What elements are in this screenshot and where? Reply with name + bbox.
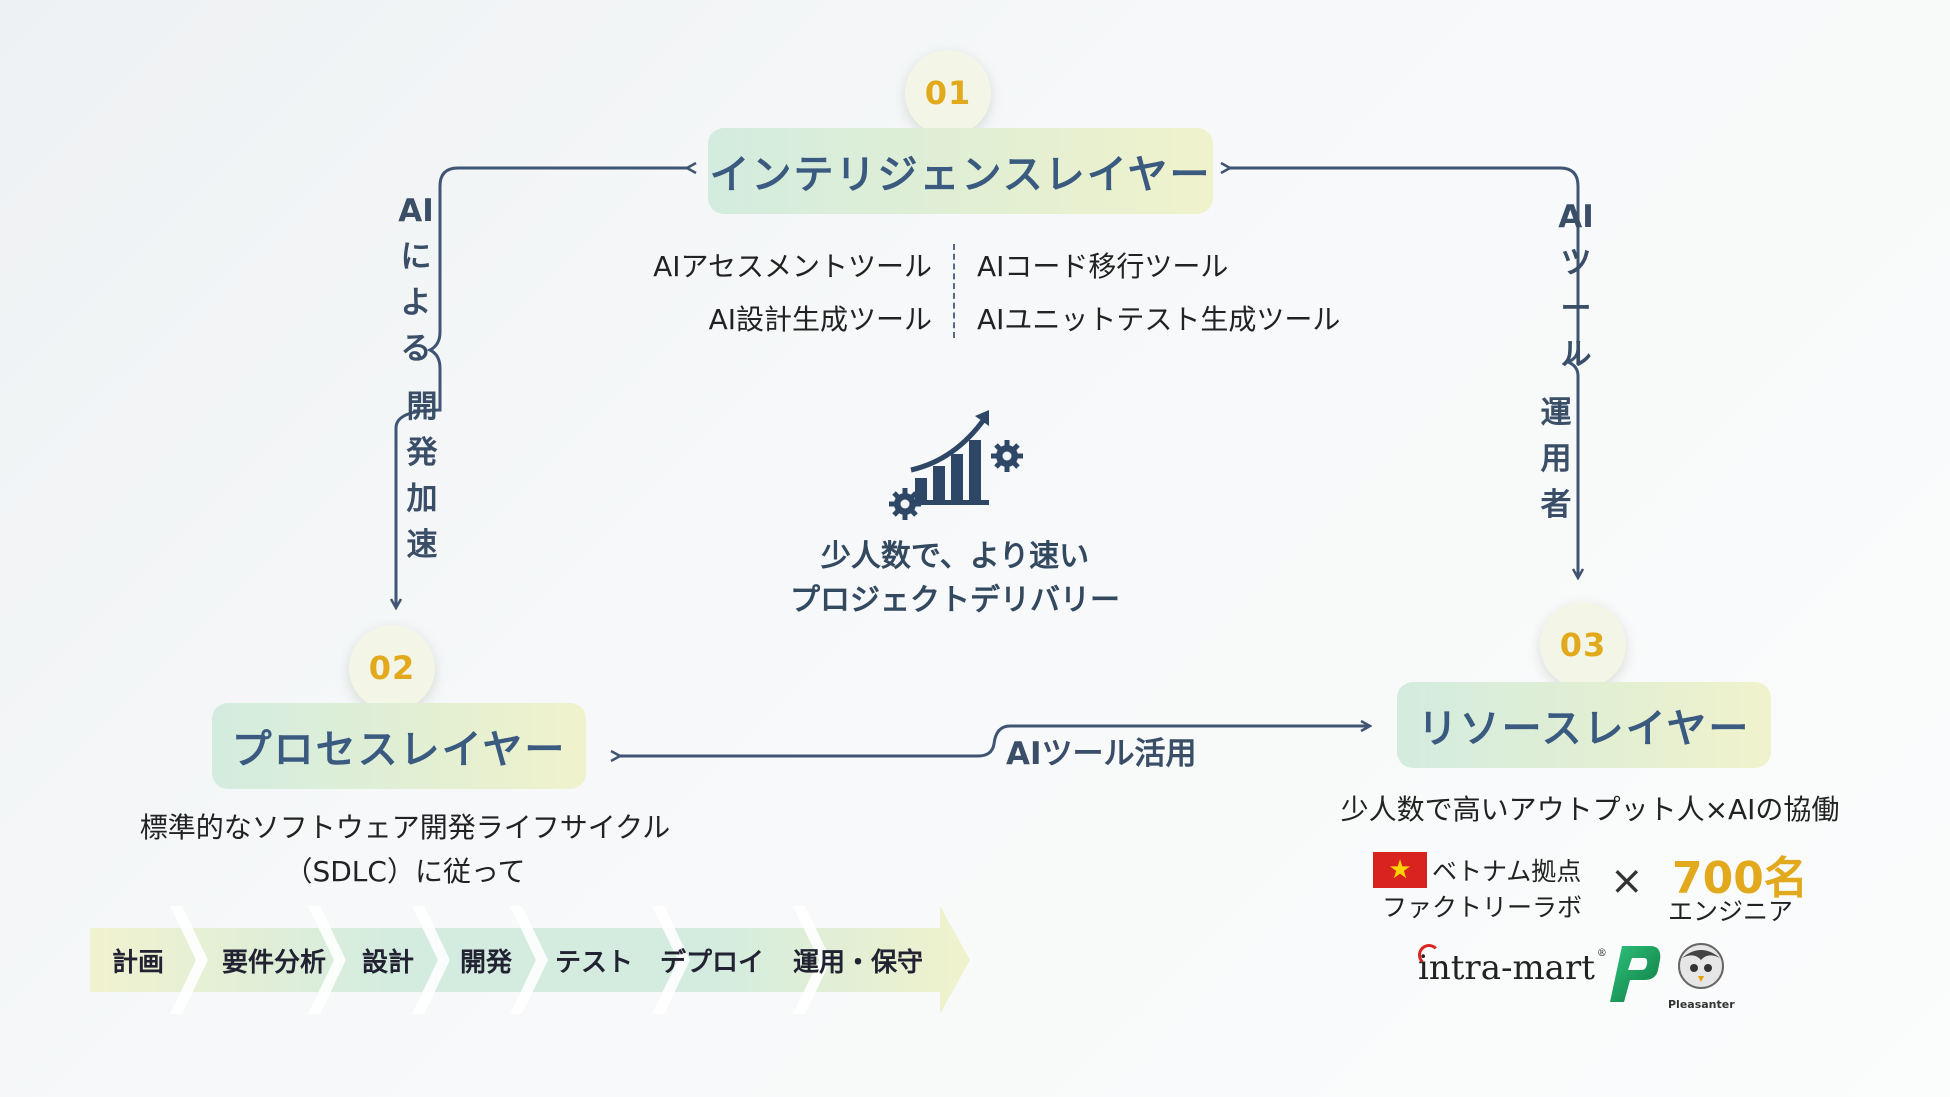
edge-char: ル bbox=[1560, 337, 1592, 373]
sdlc-separator bbox=[652, 906, 690, 1014]
edge-char: ー bbox=[1560, 291, 1592, 327]
edge-left-line bbox=[396, 168, 687, 608]
tool-item: AIコード移行ツール bbox=[977, 250, 1229, 283]
edge-char: よ bbox=[400, 285, 432, 321]
layer-number-badge: 01 bbox=[905, 50, 991, 136]
vietnam-flag-icon: ★ bbox=[1373, 852, 1427, 888]
intra-mart-logo: intra-mart ® bbox=[1418, 944, 1607, 988]
edge-char: 加 bbox=[406, 481, 438, 517]
edge-char: る bbox=[400, 331, 432, 367]
edge-char: 発 bbox=[406, 435, 438, 471]
sdlc-separator bbox=[412, 906, 450, 1014]
center-message-line: プロジェクトデリバリー bbox=[790, 583, 1120, 618]
sdlc-step: 設計 bbox=[362, 947, 415, 978]
edge-bottom-label: AIツール活用 bbox=[1006, 736, 1197, 772]
pleasanter-mascot-icon bbox=[1678, 943, 1724, 989]
pleasanter-logo: Pleasanter bbox=[1668, 940, 1735, 1012]
process-description: 標準的なソフトウェア開発ライフサイクル （SDLC）に従って bbox=[110, 806, 700, 894]
edge-char: 者 bbox=[1540, 487, 1572, 523]
tool-item: AI設計生成ツール bbox=[708, 303, 932, 336]
process-description-line: （SDLC）に従って bbox=[284, 855, 526, 888]
edge-right-lower-label: 運 用 者 bbox=[1534, 390, 1578, 528]
edge-char: AI bbox=[398, 193, 434, 229]
center-message: 少人数で、より速い プロジェクトデリバリー bbox=[735, 535, 1175, 623]
edge-right-line bbox=[1230, 168, 1578, 578]
edge-char: 開 bbox=[406, 389, 438, 425]
engineer-count-label: エンジニア bbox=[1668, 897, 1794, 926]
process-description-line: 標準的なソフトウェア開発ライフサイクル bbox=[139, 811, 671, 844]
green-p-logo-icon bbox=[1610, 946, 1661, 1002]
edge-left-lower-label: 開 発 加 速 bbox=[400, 384, 444, 568]
resource-layer-title: リソースレイヤー bbox=[1397, 682, 1771, 768]
resource-description: 少人数で高いアウトプット人×AIの協働 bbox=[1340, 793, 1840, 826]
pleasanter-logo-text: Pleasanter bbox=[1668, 998, 1735, 1011]
engineer-count: 700名 bbox=[1672, 853, 1808, 904]
registered-mark: ® bbox=[1596, 948, 1607, 959]
edge-char: 運 bbox=[1540, 395, 1572, 431]
times-symbol: × bbox=[1610, 858, 1644, 904]
edge-char: 速 bbox=[406, 527, 438, 563]
layer-number-badge: 03 bbox=[1540, 602, 1626, 688]
sdlc-band bbox=[90, 906, 970, 1014]
edge-char: に bbox=[400, 239, 432, 275]
tool-item: AIアセスメントツール bbox=[653, 250, 932, 283]
sdlc-separator bbox=[170, 906, 208, 1014]
intra-mart-swoosh bbox=[1418, 944, 1440, 966]
edge-char: ツ bbox=[1560, 245, 1592, 281]
base-location: ベトナム拠点 bbox=[1432, 857, 1582, 886]
sdlc-separator bbox=[308, 906, 346, 1014]
sdlc-step: 運用・保守 bbox=[793, 947, 924, 978]
sdlc-separator bbox=[510, 906, 548, 1014]
sdlc-step: 開発 bbox=[460, 947, 513, 978]
edge-bottom-line bbox=[620, 726, 1370, 756]
sdlc-step: テスト bbox=[555, 947, 634, 978]
intra-mart-logo-text: intra-mart bbox=[1418, 948, 1595, 988]
intelligence-layer-title: インテリジェンスレイヤー bbox=[708, 128, 1213, 214]
sdlc-separator bbox=[793, 906, 831, 1014]
tools-divider bbox=[953, 244, 955, 338]
layer-number-badge: 02 bbox=[349, 625, 435, 711]
edge-left-upper-label: AI に よ る bbox=[394, 188, 438, 372]
edge-char: AI bbox=[1558, 199, 1594, 235]
edge-char: 用 bbox=[1540, 441, 1572, 477]
sdlc-chevron-bar bbox=[90, 906, 970, 1014]
growth-chart-icon bbox=[889, 410, 1023, 520]
process-layer-title: プロセスレイヤー bbox=[212, 703, 586, 789]
sdlc-step: 計画 bbox=[112, 947, 165, 978]
tool-item: AIユニットテスト生成ツール bbox=[977, 303, 1341, 336]
center-message-line: 少人数で、より速い bbox=[820, 539, 1090, 574]
sdlc-step: デプロイ bbox=[660, 947, 765, 978]
sdlc-step: 要件分析 bbox=[222, 947, 327, 978]
base-lab: ファクトリーラボ bbox=[1382, 893, 1583, 922]
edge-right-upper-label: AI ツ ー ル bbox=[1554, 194, 1598, 378]
